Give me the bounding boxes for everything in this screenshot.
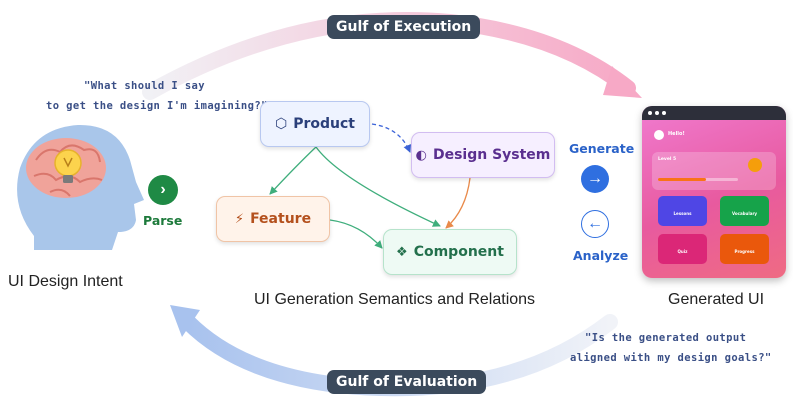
generate-button[interactable]: → — [581, 165, 609, 193]
arrow-left-icon: ← — [587, 215, 603, 232]
tile-lessons[interactable]: Lessons — [658, 196, 707, 226]
intent-quote-line-2: to get the design I'm imagining?" — [46, 100, 268, 112]
node-product-label: Product — [293, 116, 355, 132]
tile-vocabulary[interactable]: Vocabulary — [720, 196, 769, 226]
generated-ui-preview: Hello! Level 5 Lessons Vocabulary Quiz P… — [642, 106, 786, 278]
edge-product-component — [315, 146, 441, 227]
palette-icon: ◐ — [415, 147, 427, 163]
lightning-icon: ⚡︎ — [234, 211, 245, 227]
lightbulb-icon — [54, 149, 82, 183]
window-dot-icon — [662, 111, 666, 115]
node-feature-label: Feature — [250, 211, 312, 227]
edge-product-design — [371, 123, 411, 153]
graph-caption: UI Generation Semantics and Relations — [254, 291, 536, 308]
gulf-of-execution-label: Gulf of Execution — [327, 15, 481, 39]
app-greeting: Hello! — [668, 131, 685, 137]
parse-label: Parse — [143, 213, 183, 228]
level-progress-track — [658, 178, 738, 181]
level-label: Level 5 — [658, 157, 677, 162]
analyze-label: Analyze — [573, 248, 629, 263]
evaluation-quote-line-2: aligned with my design goals?" — [570, 352, 772, 364]
node-feature[interactable]: ⚡︎ Feature — [216, 196, 330, 242]
arrow-right-icon: → — [587, 170, 603, 187]
intent-caption: UI Design Intent — [8, 273, 123, 290]
edge-design-component — [445, 177, 471, 229]
window-titlebar — [642, 106, 786, 120]
level-progress-fill — [658, 178, 706, 181]
evaluation-quote-line-1: "Is the generated output — [585, 332, 747, 344]
evaluation-arrowhead — [170, 305, 200, 337]
edge-feature-component — [329, 219, 383, 249]
generated-ui-caption: Generated UI — [668, 291, 765, 308]
coin-icon — [748, 158, 762, 172]
generate-label: Generate — [569, 141, 635, 156]
chevron-right-icon: › — [160, 181, 166, 198]
tile-quiz[interactable]: Quiz — [658, 234, 707, 264]
level-card: Level 5 — [652, 152, 776, 190]
gulf-of-evaluation-label: Gulf of Evaluation — [327, 370, 487, 394]
node-component-label: Component — [413, 244, 504, 260]
cube-icon: ⬡ — [275, 116, 288, 132]
execution-arrowhead — [603, 66, 642, 98]
tile-progress[interactable]: Progress — [720, 234, 769, 264]
window-dot-icon — [648, 111, 652, 115]
edge-product-feature — [269, 146, 317, 195]
window-dot-icon — [655, 111, 659, 115]
parse-button[interactable]: › — [148, 175, 178, 205]
node-component[interactable]: ❖ Component — [383, 229, 517, 275]
analyze-button[interactable]: ← — [581, 210, 609, 238]
intent-quote-line-1: "What should I say — [84, 80, 205, 92]
node-design-system-label: Design System — [432, 147, 551, 163]
node-design-system[interactable]: ◐ Design System — [411, 132, 555, 178]
component-icon: ❖ — [396, 244, 408, 260]
avatar — [654, 130, 664, 140]
node-product[interactable]: ⬡ Product — [260, 101, 370, 147]
